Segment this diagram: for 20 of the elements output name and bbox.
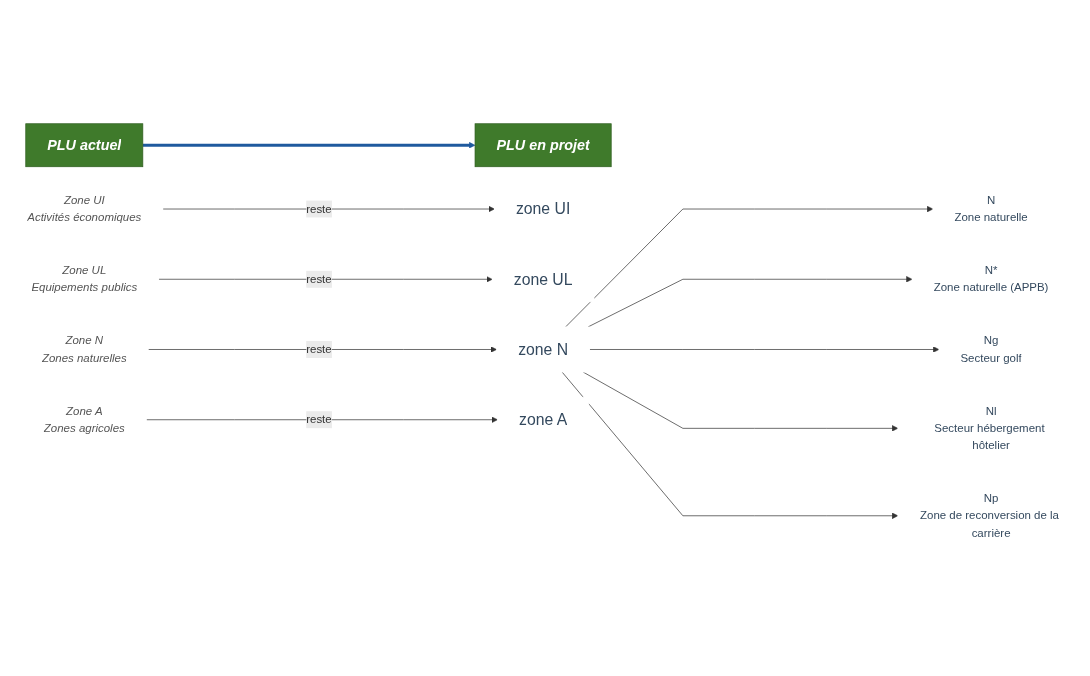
node-text: zone N [518, 340, 569, 359]
node-text: Zone A Zones agricoles [43, 404, 125, 435]
arrow [142, 142, 476, 149]
node-box: PLU actuel [25, 123, 144, 168]
edge-label: reste [306, 202, 332, 215]
node-text: Zone N Zones naturelles [41, 334, 127, 364]
edge-label: reste [306, 272, 332, 285]
node-text: N* Zone naturelle (APPB) [933, 264, 1049, 294]
edge-label: reste [306, 343, 332, 356]
node-text: Np Zone de reconversion de la carrière [920, 492, 1059, 539]
node-text: Ng Secteur golf [960, 334, 1022, 364]
node-text: N Zone naturelle [954, 193, 1028, 224]
node-text: Nl Secteur hébergement hôtelier [934, 404, 1045, 452]
node-box: PLU en projet [474, 123, 612, 168]
edge-label: reste [306, 413, 332, 426]
node-text: zone A [519, 410, 568, 429]
node-text: Zone UI Activités économiques [27, 193, 142, 224]
node-text: Zone UL Equipements publics [31, 264, 138, 294]
node-text: zone UL [513, 270, 573, 289]
node-text: zone UI [515, 200, 571, 218]
